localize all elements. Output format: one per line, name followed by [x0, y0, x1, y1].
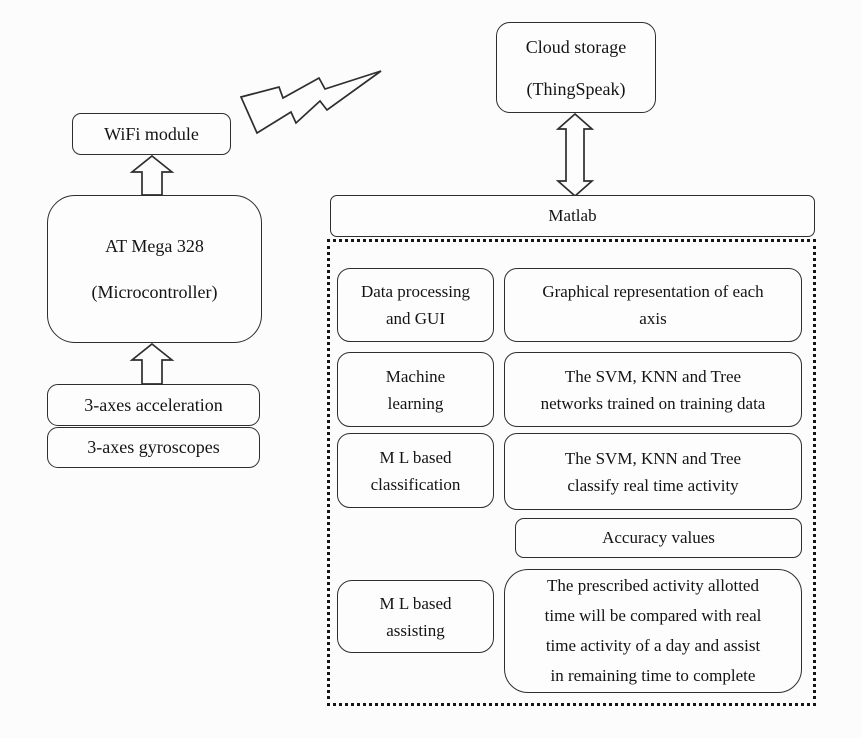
- matlab-process-container: [327, 239, 816, 706]
- accuracy-values-label: Accuracy values: [602, 528, 715, 547]
- prescribed-activity-box: The prescribed activity allotted time wi…: [504, 569, 802, 693]
- realtime-classification-line2: classify real time activity: [567, 475, 739, 495]
- ml-classification-line1: M L based: [379, 447, 452, 467]
- cloud-storage-label: Cloud storage: [525, 36, 627, 57]
- networks-training-line1: The SVM, KNN and Tree: [564, 366, 742, 386]
- data-processing-line2: and GUI: [385, 309, 445, 328]
- machine-learning-line1: Machine: [385, 366, 446, 386]
- realtime-classification-line1: The SVM, KNN and Tree: [564, 448, 742, 468]
- graphical-representation-line1: Graphical representation of each: [542, 282, 764, 301]
- networks-training-box: The SVM, KNN and Tree networks trained o…: [504, 352, 802, 427]
- prescribed-activity-line2: time will be compared with real: [544, 606, 762, 625]
- gyroscope-sensor-label: 3-axes gyroscopes: [87, 437, 220, 457]
- up-arrow-icon-mcu-to-wifi: [129, 154, 175, 196]
- ml-assisting-box: M L based assisting: [337, 580, 494, 653]
- matlab-label: Matlab: [548, 206, 597, 225]
- prescribed-activity-line4: in remaining time to complete: [550, 666, 756, 685]
- gyroscope-sensor-box: 3-axes gyroscopes: [47, 427, 260, 468]
- double-arrow-icon-cloud-matlab: [555, 112, 595, 198]
- microcontroller-box: AT Mega 328 (Microcontroller): [47, 195, 262, 343]
- wireless-signal-icon: [239, 70, 382, 135]
- up-arrow-icon-sensors-to-mcu: [129, 342, 175, 385]
- realtime-classification-box: The SVM, KNN and Tree classify real time…: [504, 433, 802, 510]
- accuracy-values-box: Accuracy values: [515, 518, 802, 558]
- wifi-module-box: WiFi module: [72, 113, 231, 155]
- matlab-box: Matlab: [330, 195, 815, 237]
- graphical-representation-box: Graphical representation of each axis: [504, 268, 802, 342]
- microcontroller-name: AT Mega 328: [105, 236, 204, 256]
- wifi-module-label: WiFi module: [104, 123, 199, 144]
- data-processing-line1: Data processing: [360, 282, 471, 301]
- prescribed-activity-line1: The prescribed activity allotted: [547, 576, 759, 595]
- machine-learning-box: Machine learning: [337, 352, 494, 427]
- ml-classification-line2: classification: [370, 474, 461, 494]
- machine-learning-line2: learning: [387, 393, 444, 413]
- prescribed-activity-line3: time activity of a day and assist: [545, 636, 761, 655]
- networks-training-line2: networks trained on training data: [540, 393, 766, 413]
- data-processing-box: Data processing and GUI: [337, 268, 494, 342]
- acceleration-sensor-box: 3-axes acceleration: [47, 384, 260, 426]
- graphical-representation-line2: axis: [639, 309, 667, 328]
- ml-classification-box: M L based classification: [337, 433, 494, 508]
- microcontroller-subtitle: (Microcontroller): [91, 282, 218, 302]
- cloud-platform-label: (ThingSpeak): [526, 78, 626, 99]
- ml-assisting-line1: M L based: [379, 593, 452, 613]
- acceleration-sensor-label: 3-axes acceleration: [84, 394, 223, 415]
- cloud-storage-box: Cloud storage (ThingSpeak): [496, 22, 656, 113]
- ml-assisting-line2: assisting: [386, 620, 445, 640]
